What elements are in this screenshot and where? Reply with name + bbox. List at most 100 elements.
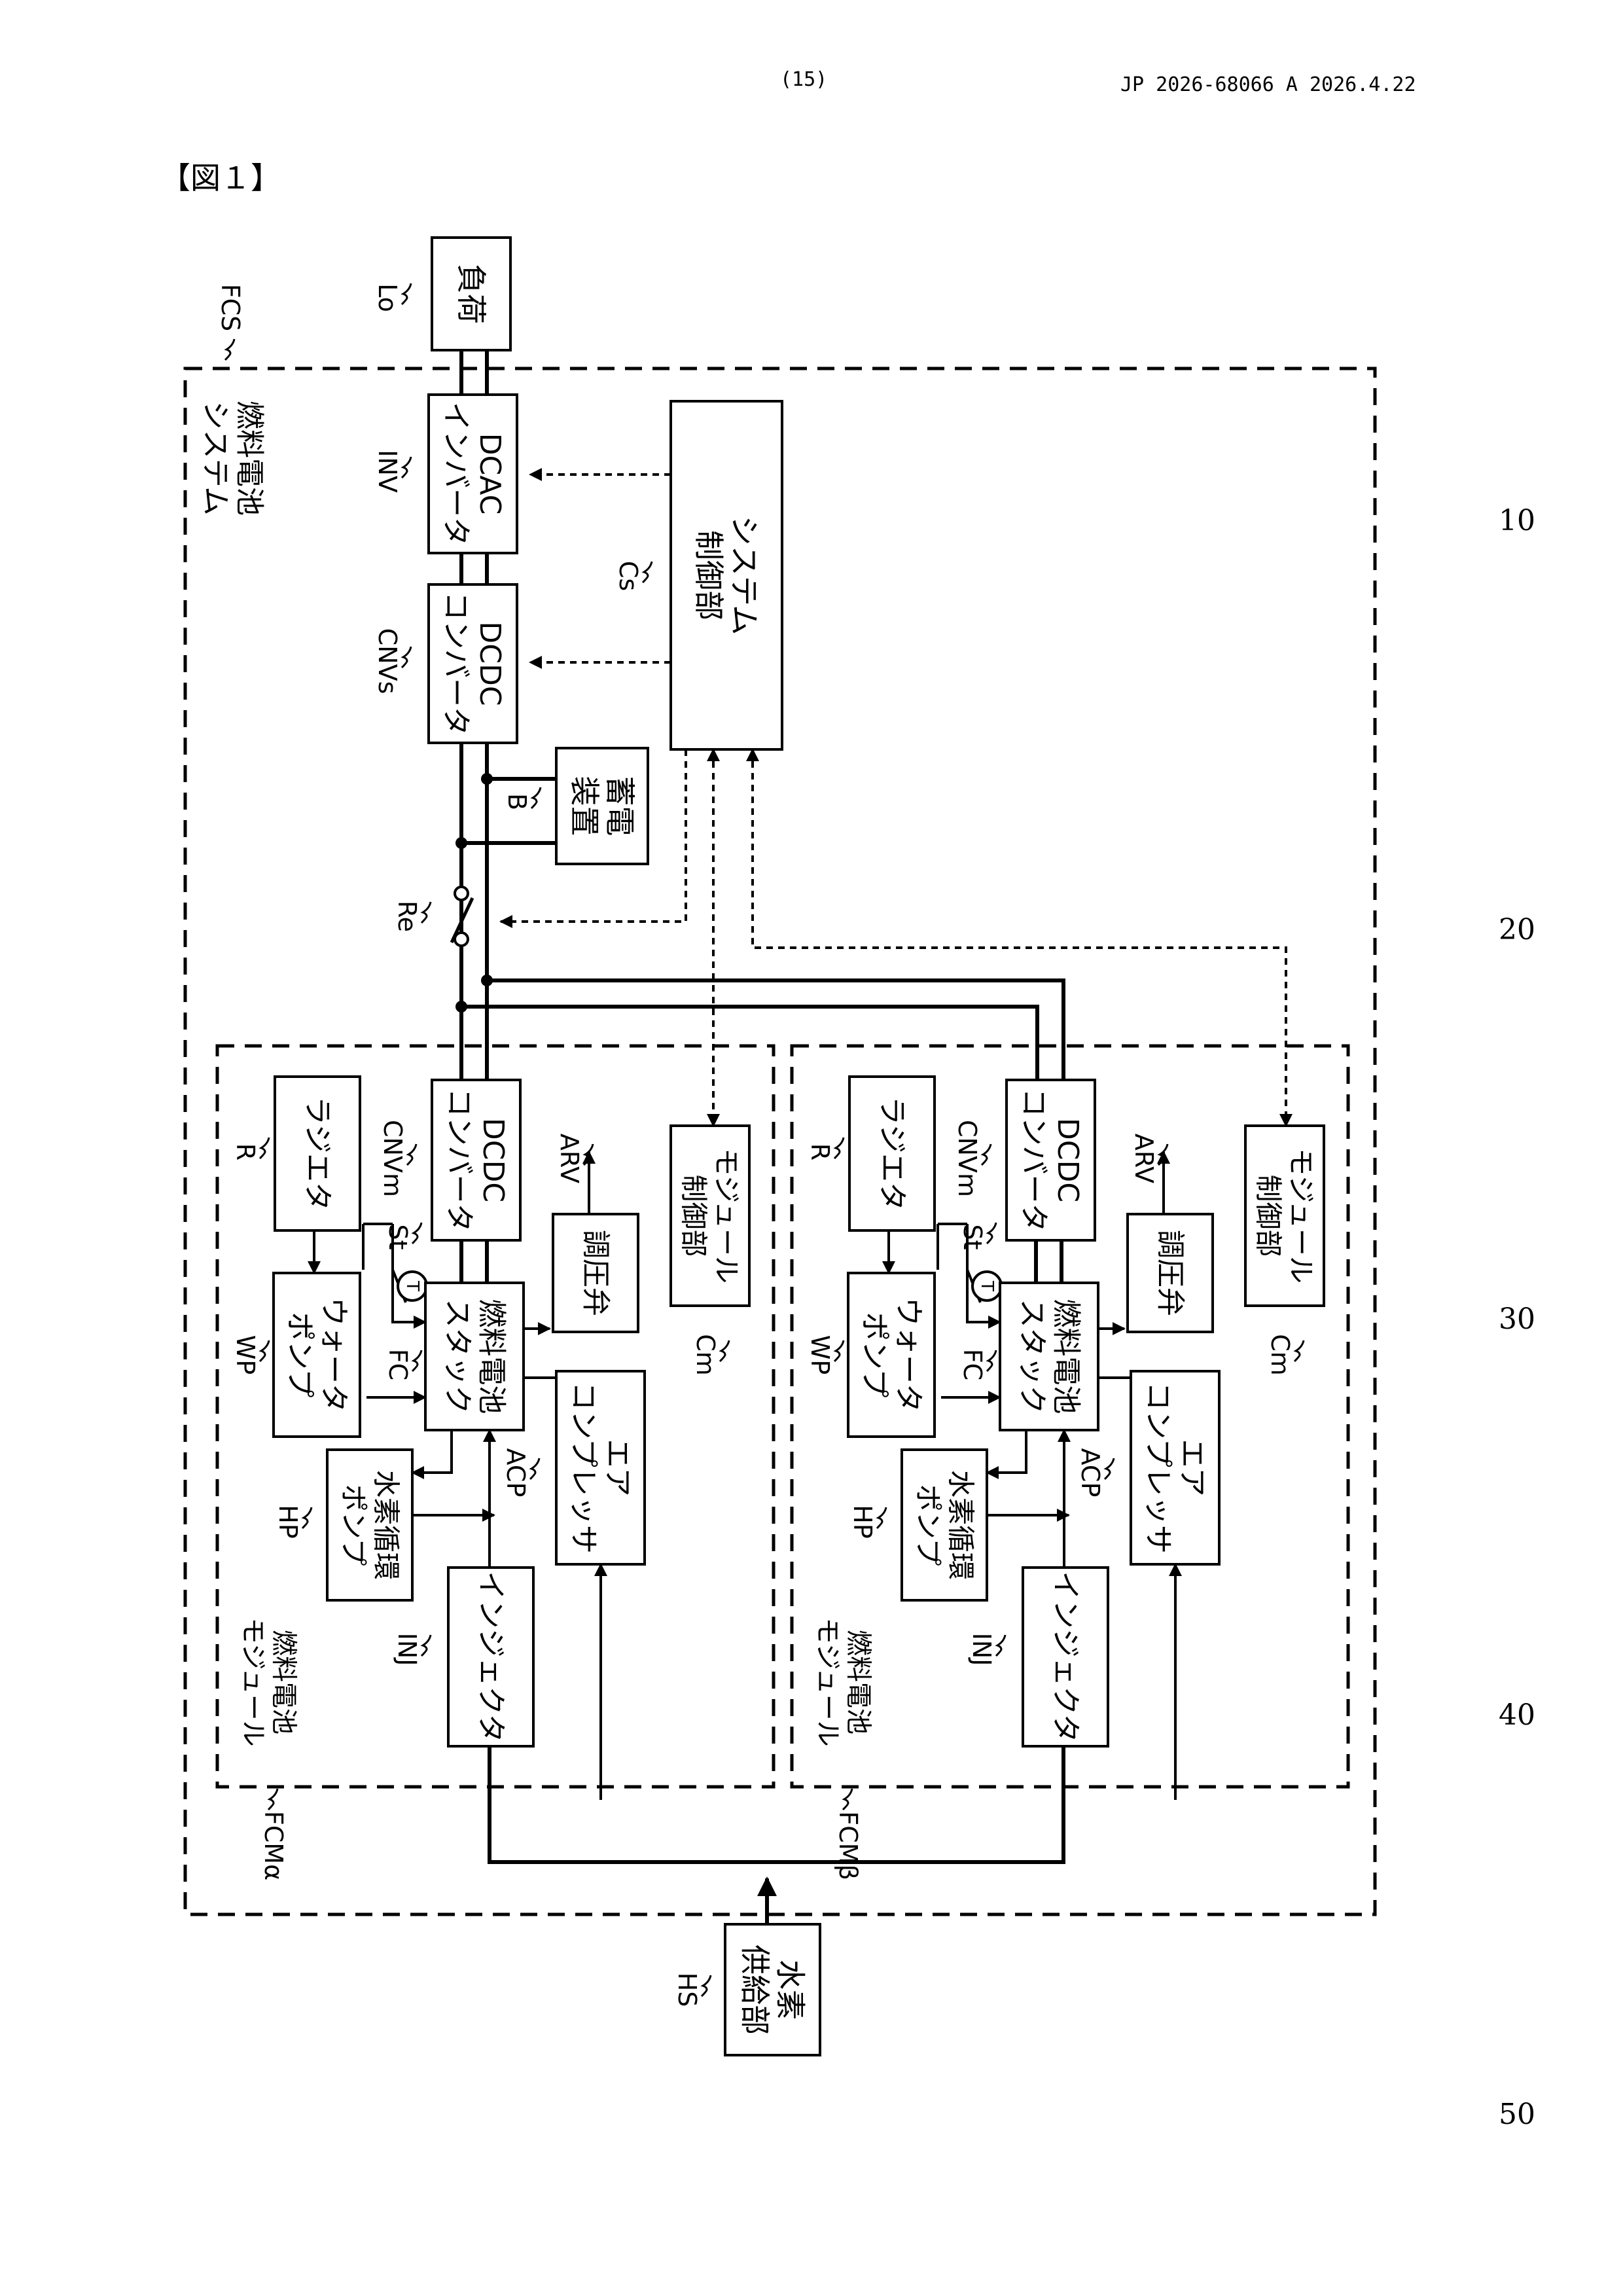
system-controller-box-line-1: 制御部 bbox=[691, 530, 726, 620]
ref-fcs: FCS bbox=[216, 284, 245, 332]
h2-manifold bbox=[490, 1746, 1063, 1862]
ref-cnvs: CNVs bbox=[373, 628, 402, 694]
mod0-radiator-box: ラジエタ bbox=[301, 1096, 334, 1211]
mod1-dcdc-module-box-line-0: DCDC bbox=[1051, 1118, 1084, 1202]
mod1-ref-arv-text: ARV bbox=[1130, 1134, 1158, 1183]
mod1-temp-sensor-symbol-line-0: T bbox=[977, 1280, 997, 1291]
mod1-ref-wp-text: WP bbox=[806, 1335, 834, 1375]
mod0-ref-cm-text: Cm bbox=[691, 1334, 720, 1376]
mod1-water-pump-box-line-0: ウォータ bbox=[891, 1297, 925, 1412]
mod1-ref-r-leader bbox=[834, 1138, 844, 1158]
storage-device-box-line-1: 装置 bbox=[567, 776, 602, 836]
mod0-injector-box-line-0: インジェクタ bbox=[474, 1571, 508, 1742]
mod0-dcdc-module-box-line-0: DCDC bbox=[476, 1118, 510, 1202]
mod1-module-title-line-1: モジュール bbox=[812, 1617, 842, 1746]
mod1-ref-acp-text: ACP bbox=[1076, 1448, 1105, 1498]
mod1-ref-cnvm: CNVm bbox=[953, 1120, 982, 1197]
system-title-line-0: 燃料電池 bbox=[232, 401, 266, 516]
mod0-ref-fcm-text: FCMα bbox=[259, 1811, 288, 1880]
mod1-ref-hp: HP bbox=[848, 1505, 877, 1539]
mod0-injector-box: インジェクタ bbox=[474, 1571, 508, 1742]
mod1-ref-cm: Cm bbox=[1266, 1334, 1294, 1376]
ref-fcs-text: FCS bbox=[216, 284, 245, 332]
ref-lo: Lo bbox=[373, 283, 402, 312]
system-title-line-1: システム bbox=[199, 401, 232, 516]
mod1-ref-fc-leader bbox=[987, 1350, 996, 1371]
ref-re: Re bbox=[393, 901, 421, 932]
mod0-ref-st-text: St bbox=[383, 1224, 412, 1249]
mod0-module-title: 燃料電池モジュール bbox=[238, 1617, 298, 1746]
mod1-ref-hp-text: HP bbox=[848, 1505, 877, 1539]
mod0-stack-to-hpump bbox=[412, 1430, 452, 1473]
mod1-radiator-box-line-0: ラジエタ bbox=[876, 1096, 909, 1211]
mod0-ref-fc-text: FC bbox=[383, 1349, 412, 1380]
mod1-ref-inj-text: INJ bbox=[967, 1633, 996, 1666]
storage-device-box-line-0: 蓄電 bbox=[602, 776, 637, 836]
mod0-ref-acp-text: ACP bbox=[501, 1448, 530, 1498]
mod1-ref-cm-text: Cm bbox=[1266, 1334, 1294, 1376]
mod0-ref-cm-leader bbox=[720, 1340, 729, 1361]
mod1-ref-st: St bbox=[958, 1224, 987, 1249]
mod1-ref-cnvm-text: CNVm bbox=[953, 1120, 982, 1197]
mod0-ref-inj-text: INJ bbox=[393, 1633, 421, 1666]
mod1-fc-stack-box-line-0: 燃料電池 bbox=[1049, 1299, 1082, 1414]
dcdc-system-converter-box-line-1: コンバータ bbox=[439, 592, 473, 736]
dcdc-system-converter-box-line-0: DCDC bbox=[473, 621, 507, 706]
mod0-module-controller-box-line-0: モジュール bbox=[710, 1148, 742, 1283]
mod1-ref-cnvm-leader bbox=[982, 1144, 991, 1165]
mod0-air-compressor-box-line-1: コンプレッサ bbox=[567, 1382, 600, 1554]
ref-hs: HS bbox=[673, 1973, 702, 2007]
ref-b: B bbox=[503, 793, 531, 810]
ref-cs-text: Cs bbox=[614, 561, 643, 591]
mod1-ref-inj-leader bbox=[996, 1635, 1005, 1656]
mod1-ref-st-leader bbox=[987, 1223, 996, 1244]
mod0-dcdc-module-box-line-1: コンバータ bbox=[442, 1088, 476, 1232]
ref-cnvs-text: CNVs bbox=[373, 628, 402, 694]
mod0-fc-stack-box-line-0: 燃料電池 bbox=[474, 1299, 508, 1414]
system-title: 燃料電池システム bbox=[199, 401, 266, 516]
mod0-ref-cnvm: CNVm bbox=[378, 1120, 407, 1197]
mod1-module-controller-box-line-1: 制御部 bbox=[1253, 1174, 1285, 1257]
ref-inv: INV bbox=[373, 450, 402, 493]
mod1-injector-box: インジェクタ bbox=[1049, 1571, 1082, 1742]
mod0-ref-wp-leader bbox=[260, 1340, 269, 1361]
dcac-inverter-box-line-1: インバータ bbox=[439, 402, 473, 546]
mod0-air-compressor-box-line-0: エア bbox=[601, 1439, 634, 1497]
junction-dot bbox=[481, 975, 493, 986]
ref-re-text: Re bbox=[393, 901, 421, 932]
load-box-line-0: 負荷 bbox=[454, 264, 489, 324]
mod1-ref-acp-leader bbox=[1105, 1458, 1114, 1479]
mod0-hydrogen-pump-box-line-1: ポンプ bbox=[338, 1484, 370, 1566]
ref-inv-leader bbox=[402, 457, 411, 478]
mod0-module-controller-box-line-1: 制御部 bbox=[678, 1174, 710, 1257]
mod0-ref-hp-leader bbox=[302, 1507, 312, 1528]
ref-inv-text: INV bbox=[373, 450, 402, 493]
mod1-ref-hp-leader bbox=[877, 1507, 886, 1528]
ref-lo-text: Lo bbox=[373, 283, 402, 312]
mod0-ref-hp: HP bbox=[274, 1505, 302, 1539]
mod1-ref-r-text: R bbox=[806, 1143, 834, 1160]
junction-dot bbox=[455, 1001, 467, 1013]
mod0-fc-stack-box-line-1: スタック bbox=[441, 1299, 474, 1414]
mod1-ref-fcm: FCMβ bbox=[834, 1811, 863, 1880]
ref-b-leader bbox=[531, 787, 541, 808]
mod0-ref-fcm-leader bbox=[268, 1789, 277, 1810]
mod0-water-pump-box-line-0: ウォータ bbox=[317, 1297, 350, 1412]
mod0-fc-stack-box: 燃料電池スタック bbox=[441, 1299, 508, 1414]
mod0-ref-r-leader bbox=[260, 1138, 269, 1158]
mod1-pressure-valve-box: 調圧弁 bbox=[1154, 1230, 1187, 1316]
mod1-air-compressor-box-line-0: エア bbox=[1175, 1439, 1209, 1497]
mod1-water-pump-box: ウォータポンプ bbox=[858, 1297, 925, 1412]
mod0-ref-fc: FC bbox=[383, 1349, 412, 1380]
mod0-ref-acp-leader bbox=[530, 1458, 539, 1479]
mod0-temp-sensor-symbol-line-0: T bbox=[402, 1280, 422, 1291]
mod0-ref-cnvm-text: CNVm bbox=[378, 1120, 407, 1197]
mod1-stack-to-hpump bbox=[987, 1430, 1026, 1473]
system-controller-box: システム制御部 bbox=[691, 516, 762, 636]
junction-dot bbox=[481, 773, 493, 785]
mod1-fc-stack-box-line-1: スタック bbox=[1016, 1299, 1049, 1414]
junction-dot bbox=[455, 837, 467, 849]
mod0-water-pump-box-line-1: ポンプ bbox=[283, 1312, 317, 1398]
